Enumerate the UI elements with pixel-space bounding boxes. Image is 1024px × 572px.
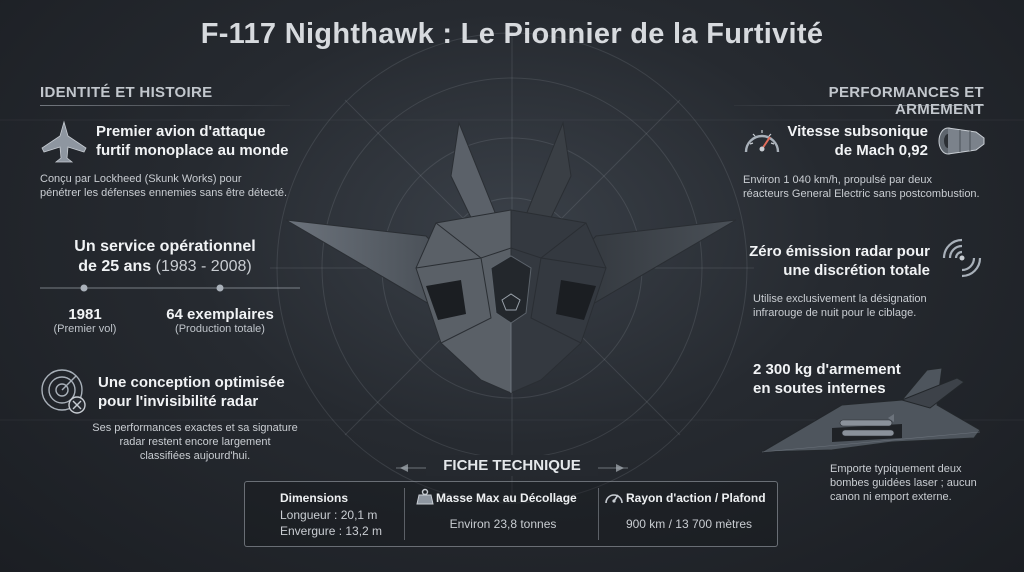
left-item1-desc-line1: Conçu par Lockheed (Skunk Works) pour <box>40 173 242 185</box>
left-item3-title-line1: Une conception optimisée <box>98 374 285 391</box>
stat-first-flight: 1981 (Premier vol) <box>40 306 130 335</box>
right-item2-description: Utilise exclusivement la désignation inf… <box>753 292 927 320</box>
production-label: (Production totale) <box>175 323 265 335</box>
range-label: Rayon d'action / Plafond <box>626 491 766 505</box>
left-item3-desc-line1: Ses performances exactes et sa signature <box>92 422 298 434</box>
service-years: (1983 - 2008) <box>151 258 252 275</box>
first-flight-year: 1981 <box>68 306 102 323</box>
page-title: F-117 Nighthawk : Le Pionnier de la Furt… <box>200 18 824 50</box>
left-item2-title-line2: de 25 ans (1983 - 2008) <box>0 257 330 277</box>
timeline-line <box>40 284 300 292</box>
fiche-technique-panel <box>244 481 778 547</box>
jet-engine-icon <box>938 127 985 155</box>
mass-value: Environ 23,8 tonnes <box>449 517 557 531</box>
right-item3-desc-line1: Emporte typiquement deux <box>830 463 962 475</box>
radar-waves-icon <box>942 238 982 278</box>
right-item2-desc-line2: infrarouge de nuit pour le ciblage. <box>753 307 917 319</box>
left-item1-desc-line2: pénétrer les défenses ennemies sans être… <box>40 187 288 199</box>
left-item1-description: Conçu par Lockheed (Skunk Works) pour pé… <box>40 172 287 200</box>
right-item3-description: Emporte typiquement deux bombes guidées … <box>830 462 977 504</box>
fiche-technique-title: FICHE TECHNIQUE <box>426 455 598 476</box>
fiche-title-decoration <box>396 464 628 472</box>
right-item1-desc-line2: réacteurs General Electric sans postcomb… <box>743 188 980 200</box>
weight-icon <box>416 488 434 505</box>
left-item3-desc-line3: classifiées aujourd'hui. <box>139 450 251 462</box>
left-item2-title-line1: Un service opérationnel <box>74 238 256 255</box>
f117-aircraft-illustration <box>285 121 737 394</box>
right-item1-title-line2: de Mach 0,92 <box>834 142 928 159</box>
right-item2-title-line2: une discrétion totale <box>783 262 930 279</box>
right-section-underline <box>734 105 984 106</box>
fighter-jet-icon <box>41 120 87 163</box>
fiche-col-range: Rayon d'action / Plafond <box>626 491 776 505</box>
left-item3-description: Ses performances exactes et sa signature… <box>60 421 330 463</box>
wingspan-value: Envergure : 13,2 m <box>280 524 383 538</box>
speedometer-icon <box>744 130 780 153</box>
stat-production: 64 exemplaires (Production totale) <box>150 306 290 335</box>
right-item1-desc-line1: Environ 1 040 km/h, propulsé par deux <box>743 174 932 186</box>
left-item1-title-line2: furtif monoplace au monde <box>96 142 289 159</box>
fiche-divider-1 <box>404 488 405 540</box>
left-item1-title: Premier avion d'attaque furtif monoplace… <box>96 122 289 160</box>
right-item3-title: 2 300 kg d'armement en soutes internes <box>753 360 901 398</box>
radar-stealth-icon <box>41 369 86 414</box>
right-item3-title-line1: 2 300 kg d'armement <box>753 361 901 378</box>
length-value: Longueur : 20,1 m <box>280 508 378 522</box>
right-item3-desc-line2: bombes guidées laser ; aucun <box>830 477 977 489</box>
production-count: 64 exemplaires <box>166 306 274 323</box>
left-section-heading: IDENTITÉ ET HISTOIRE <box>40 84 213 101</box>
service-duration: de 25 ans <box>78 258 152 275</box>
fiche-col-dimensions: Dimensions Longueur : 20,1 m Envergure :… <box>260 491 400 539</box>
right-item2-title-line1: Zéro émission radar pour <box>749 243 930 260</box>
right-item1-title: Vitesse subsonique de Mach 0,92 <box>760 122 928 160</box>
range-value: 900 km / 13 700 mètres <box>625 517 753 531</box>
right-section-heading: PERFORMANCES ET ARMEMENT <box>828 84 984 118</box>
right-item3-title-line2: en soutes internes <box>753 380 886 397</box>
left-item3-title-line2: pour l'invisibilité radar <box>98 393 259 410</box>
left-section-underline <box>40 105 290 106</box>
fiche-col-mass: Masse Max au Décollage <box>436 491 594 505</box>
left-item3-desc-line2: radar restent encore largement <box>119 436 271 448</box>
mass-label: Masse Max au Décollage <box>436 491 577 505</box>
right-item1-description: Environ 1 040 km/h, propulsé par deux ré… <box>743 173 980 201</box>
right-item2-desc-line1: Utilise exclusivement la désignation <box>753 293 927 305</box>
right-item1-title-line1: Vitesse subsonique <box>787 123 928 140</box>
right-item3-desc-line3: canon ni emport externe. <box>830 491 952 503</box>
right-item2-title: Zéro émission radar pour une discrétion … <box>730 242 930 280</box>
left-item2-title: Un service opérationnel de 25 ans (1983 … <box>0 237 330 277</box>
weapons-bay-illustration <box>761 367 981 453</box>
left-item1-title-line1: Premier avion d'attaque <box>96 123 266 140</box>
left-item3-title: Une conception optimisée pour l'invisibi… <box>98 373 285 411</box>
range-gauge-icon <box>605 494 623 504</box>
dimensions-label: Dimensions <box>280 491 349 505</box>
first-flight-label: (Premier vol) <box>53 323 117 335</box>
fiche-divider-2 <box>598 488 599 540</box>
